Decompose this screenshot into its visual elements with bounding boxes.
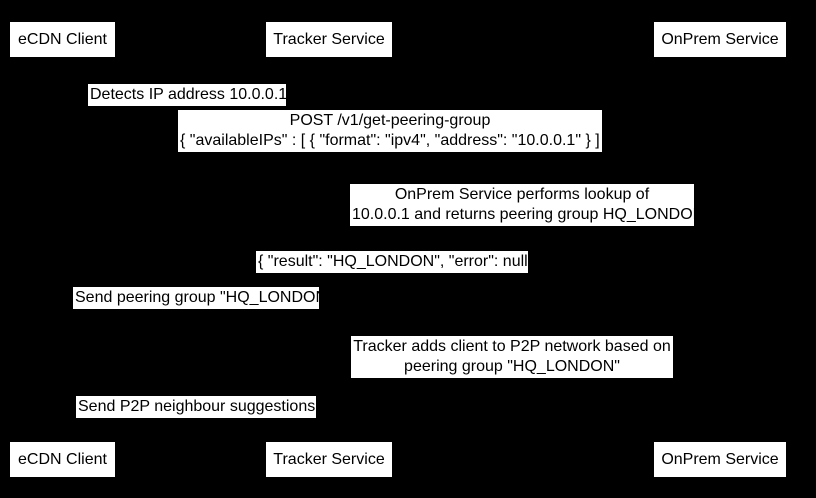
participant-label: eCDN Client	[18, 30, 107, 48]
participant-label: OnPrem Service	[661, 30, 779, 48]
label-detects-ip: Detects IP address 10.0.0.1	[88, 84, 288, 106]
participant-label: Tracker Service	[273, 450, 385, 468]
participant-bottom-onprem-service: OnPrem Service	[654, 442, 786, 477]
participant-bottom-tracker-service: Tracker Service	[266, 442, 392, 477]
participant-label: OnPrem Service	[661, 450, 779, 468]
lifeline-tracker-service	[329, 57, 330, 442]
label-send-p2p-suggestions: Send P2P neighbour suggestions	[76, 396, 316, 418]
lifeline-ecdn-client	[62, 57, 63, 442]
label-line: Send P2P neighbour suggestions	[78, 398, 316, 415]
label-line: { "result": "HQ_LONDON", "error": null }	[258, 253, 538, 270]
participant-top-onprem-service: OnPrem Service	[654, 22, 786, 57]
lifeline-onprem-service	[720, 57, 721, 442]
participant-label: Tracker Service	[273, 30, 385, 48]
label-onprem-lookup-note: OnPrem Service performs lookup of 10.0.0…	[350, 184, 705, 226]
label-tracker-adds-client-note: Tracker adds client to P2P network based…	[351, 336, 673, 378]
label-line: Detects IP address 10.0.0.1	[90, 86, 288, 103]
label-line: OnPrem Service performs lookup of	[394, 186, 650, 203]
label-line: Tracker adds client to P2P network based…	[353, 338, 671, 355]
label-line: Send peering group "HQ_LONDON"	[75, 289, 333, 306]
label-post-peering-group-request: POST /v1/get-peering-group { "availableI…	[178, 110, 610, 152]
participant-bottom-ecdn-client: eCDN Client	[10, 442, 115, 477]
label-line: POST /v1/get-peering-group	[289, 112, 491, 129]
label-line: peering group "HQ_LONDON"	[404, 358, 620, 375]
participant-top-tracker-service: Tracker Service	[266, 22, 392, 57]
label-line: 10.0.0.1 and returns peering group HQ_LO…	[352, 206, 705, 223]
label-line: { "availableIPs" : [ { "format": "ipv4",…	[180, 132, 610, 149]
label-result-response: { "result": "HQ_LONDON", "error": null }	[256, 251, 538, 273]
participant-label: eCDN Client	[18, 450, 107, 468]
participant-top-ecdn-client: eCDN Client	[10, 22, 115, 57]
label-send-peering-group: Send peering group "HQ_LONDON"	[73, 287, 333, 309]
